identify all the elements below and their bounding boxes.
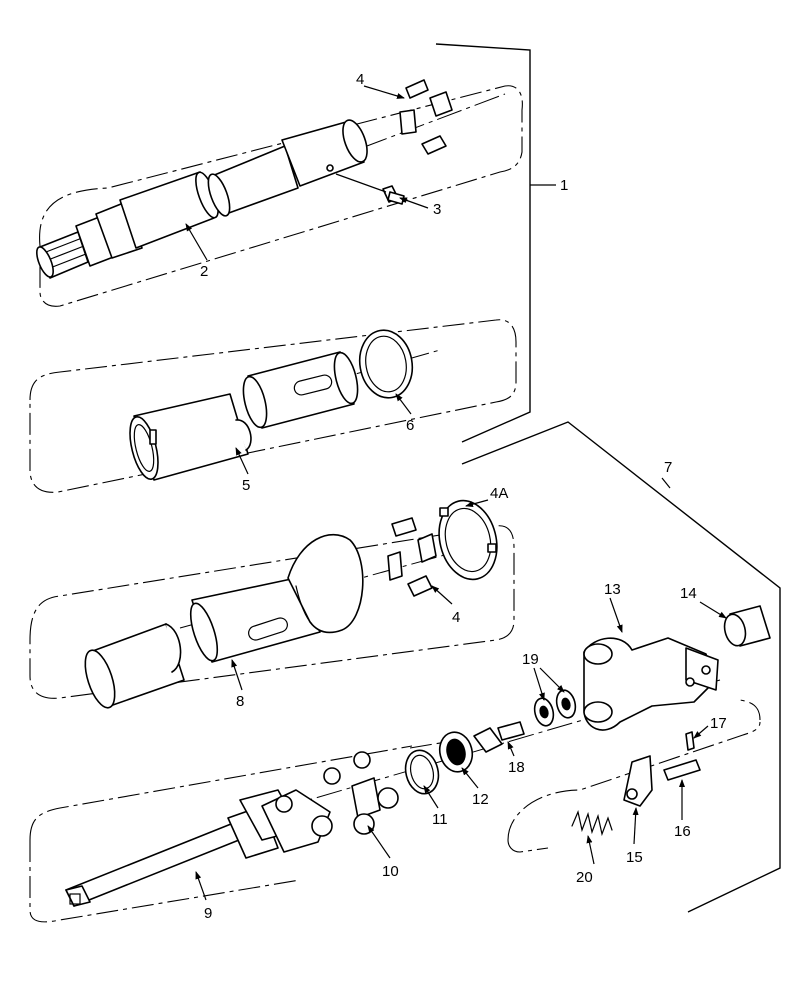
callout-4-top: 4	[356, 71, 364, 88]
callout-11: 11	[432, 811, 448, 828]
callout-1: 1	[560, 177, 568, 194]
bearing-part-12	[438, 731, 474, 773]
washers-part-19	[533, 689, 577, 727]
lock-part-15	[623, 755, 653, 807]
callout-4a: 4A	[490, 485, 508, 502]
collar-part-14	[723, 605, 771, 647]
square-shaft-part-9	[65, 789, 333, 907]
snap-ring-part-11	[404, 749, 440, 795]
callout-9: 9	[204, 905, 212, 922]
callout-4-mid: 4	[452, 609, 460, 626]
callout-14: 14	[680, 585, 697, 602]
callout-16: 16	[674, 823, 691, 840]
pin-part-16	[663, 759, 701, 781]
tube-part-6-section	[242, 351, 359, 429]
bolt-part-3	[382, 185, 405, 205]
callout-5: 5	[242, 477, 250, 494]
yoke-part-13	[583, 637, 719, 731]
callout-3: 3	[433, 201, 441, 218]
callout-17: 17	[710, 715, 727, 732]
callout-20: 20	[576, 869, 593, 886]
callout-2: 2	[200, 263, 208, 280]
group-1-outline	[39, 85, 523, 307]
bolt-part-18	[473, 721, 525, 753]
callout-12: 12	[472, 791, 489, 808]
callout-7: 7	[664, 459, 672, 476]
callout-13: 13	[604, 581, 621, 598]
callout-10: 10	[382, 863, 399, 880]
callout-labels: 1 2 3 4 4A 4 5 6 7 8 9 10 11 12 13 14 15…	[200, 71, 727, 922]
pin-part-17	[685, 731, 695, 751]
tube-part-8	[84, 534, 364, 709]
assembly-1-frame	[435, 43, 556, 443]
callout-6: 6	[406, 417, 414, 434]
callout-18: 18	[508, 759, 525, 776]
leader-lines	[185, 85, 727, 901]
callout-19: 19	[522, 651, 539, 668]
tube-part-5	[129, 393, 252, 481]
shaft-part-2	[36, 119, 368, 279]
assembly-7-frame	[461, 421, 781, 913]
callout-8: 8	[236, 693, 244, 710]
spring-part-20	[571, 810, 613, 837]
callout-15: 15	[626, 849, 643, 866]
ring-part-6	[358, 329, 414, 399]
ring-part-4a	[438, 499, 498, 581]
cross-part-10	[323, 751, 399, 835]
half-rings-part-4-mid	[387, 517, 437, 597]
half-rings-part-4-top	[399, 79, 453, 155]
